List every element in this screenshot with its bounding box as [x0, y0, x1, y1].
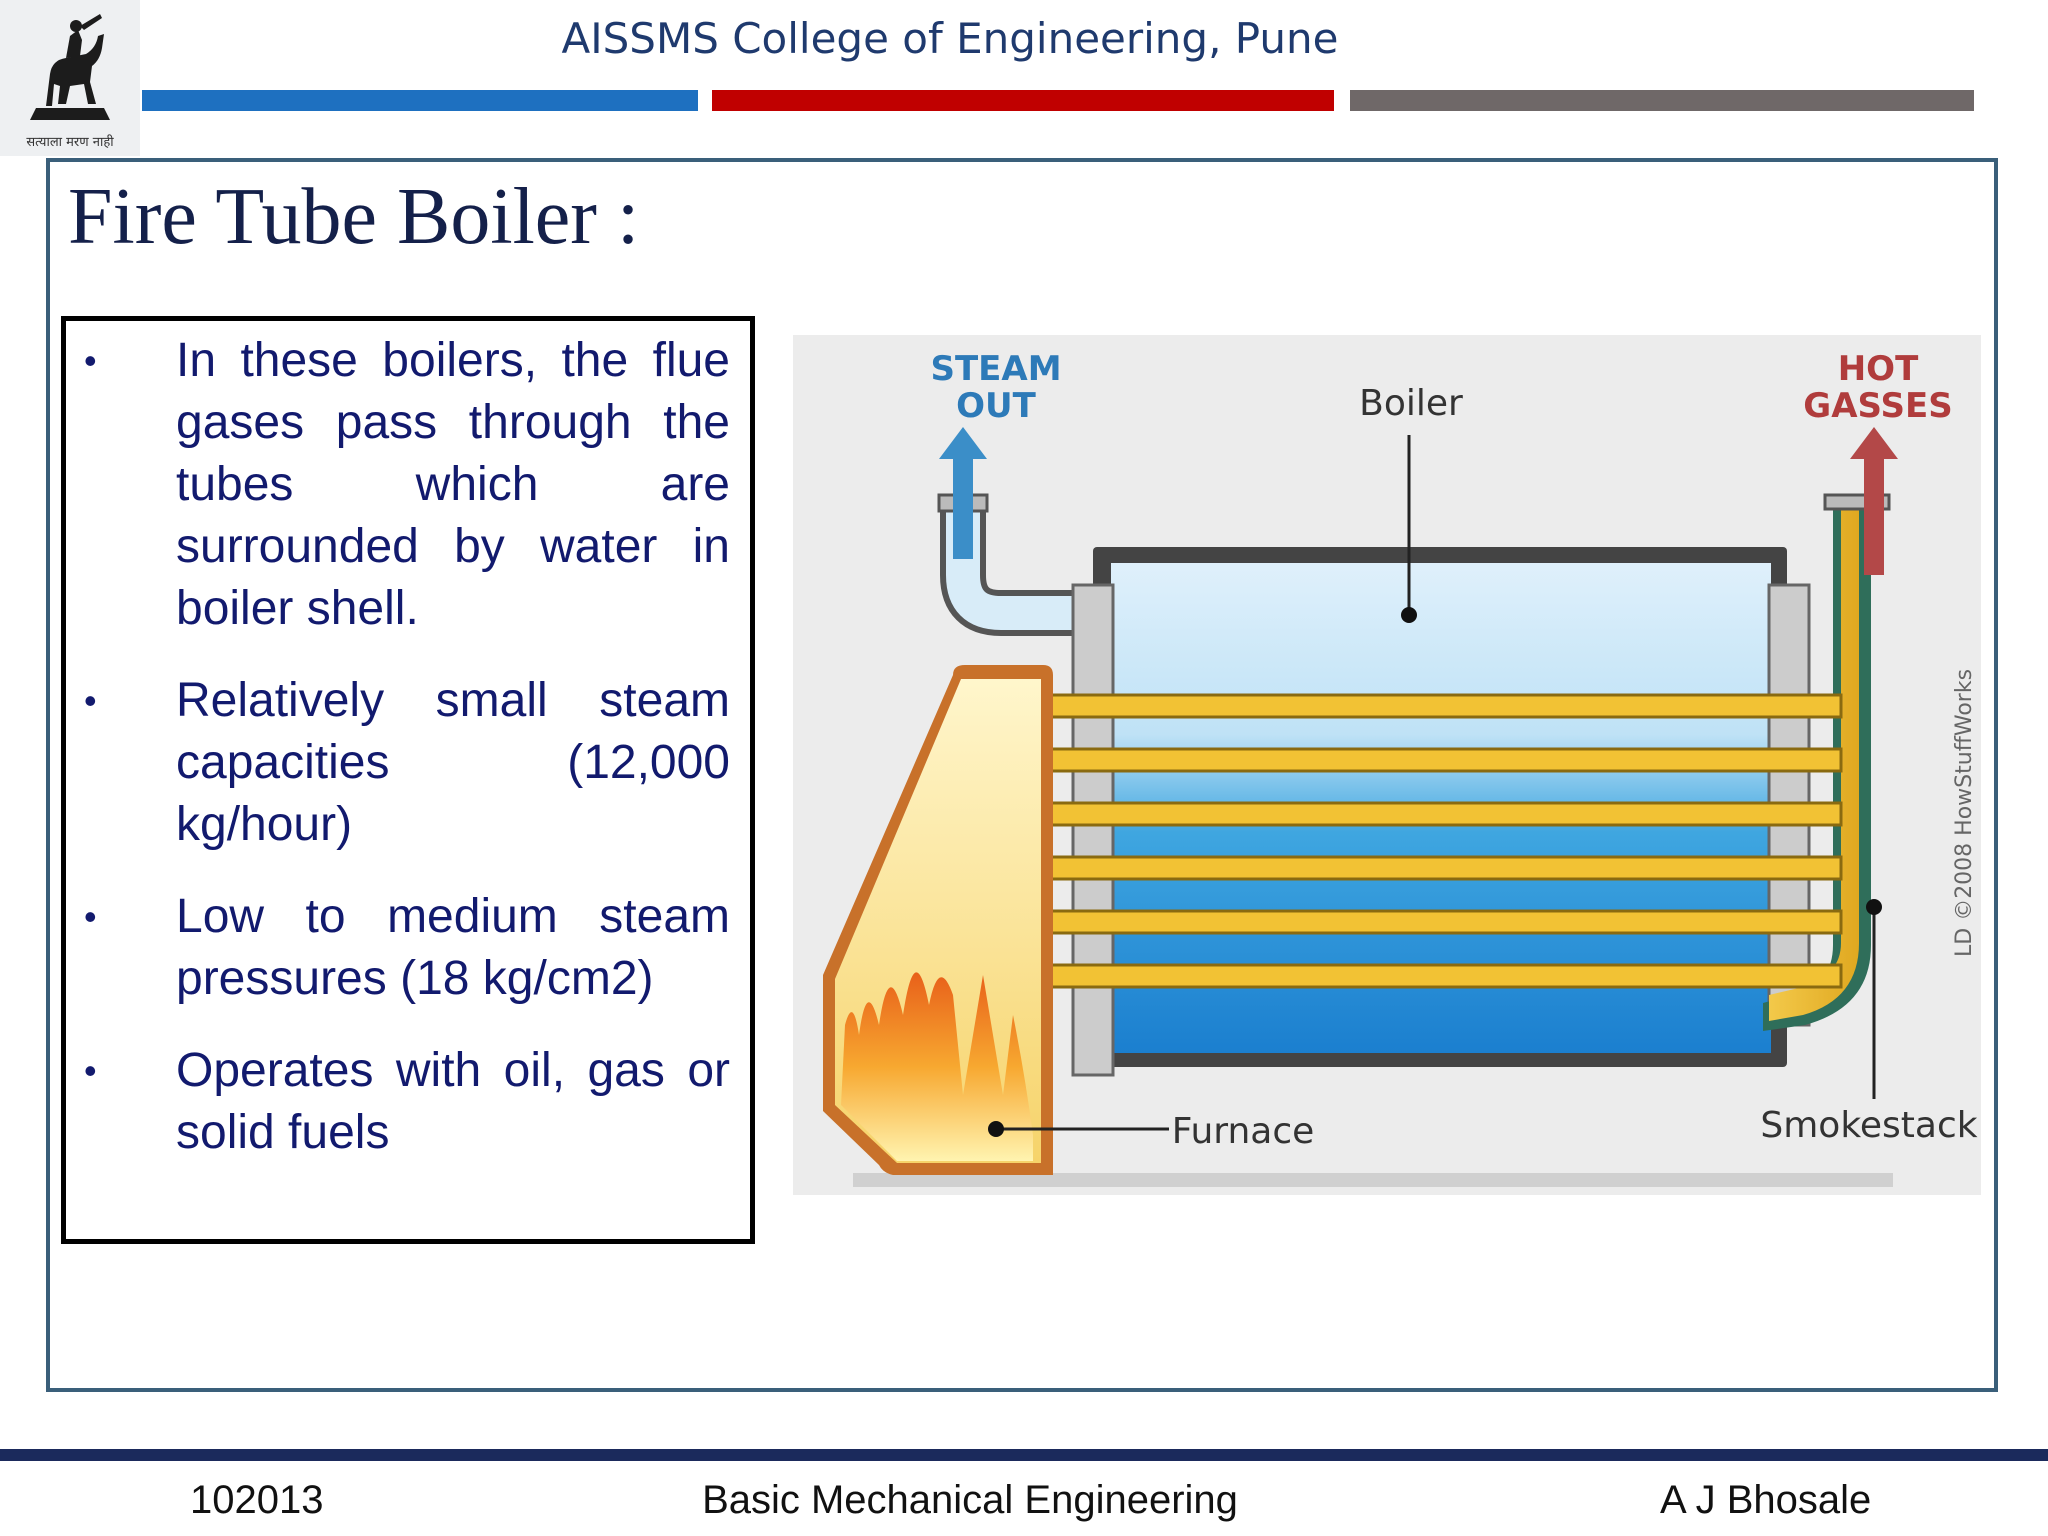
- gas-arrow-shaft: [1864, 455, 1884, 575]
- furnace-label: Furnace: [1172, 1111, 1315, 1152]
- content-frame: [46, 158, 1998, 1392]
- smokestack-label: Smokestack: [1760, 1105, 1977, 1146]
- header-bar-blue: [142, 90, 698, 111]
- footer-course-name: Basic Mechanical Engineering: [702, 1478, 1238, 1522]
- bullet-item: • In these boilers, the flue gases pass …: [84, 330, 730, 640]
- horse-statue-icon: [0, 0, 140, 140]
- steam-out-label-line2: OUT: [956, 386, 1037, 426]
- bullet-text: Relatively small steam capacities (12,00…: [176, 674, 730, 851]
- credit-label: LD ©2008 HowStuffWorks: [1952, 669, 1977, 957]
- bullet-text: In these boilers, the flue gases pass th…: [176, 334, 730, 635]
- boiler-label: Boiler: [1359, 383, 1463, 424]
- fire-tube-boiler-diagram: STEAM OUT HOT GASSES Boiler Furnace Smok…: [793, 335, 1981, 1195]
- header-bar-red: [712, 90, 1334, 111]
- flame-icon: [841, 972, 1033, 1161]
- bullet-dot: •: [84, 680, 97, 721]
- footer-course-code: 102013: [190, 1478, 324, 1522]
- college-logo: सत्याला मरण नाही: [0, 0, 140, 156]
- logo-motto: सत्याला मरण नाही: [26, 135, 114, 150]
- bullet-text: Operates with oil, gas or solid fuels: [176, 1044, 730, 1159]
- bullet-dot: •: [84, 896, 97, 937]
- fire-tubes: [1049, 693, 1843, 989]
- header-bar-grey: [1350, 90, 1974, 111]
- boiler-pointer-dot: [1401, 607, 1417, 623]
- hot-gasses-label-line1: HOT: [1838, 349, 1919, 389]
- hot-gasses-arrow-icon: [1850, 427, 1898, 459]
- steam-out-arrow-icon: [939, 427, 987, 459]
- smokestack-pointer-dot: [1866, 899, 1882, 915]
- bullet-item: • Operates with oil, gas or solid fuels: [84, 1040, 730, 1164]
- bullet-dot: •: [84, 1050, 97, 1091]
- college-name: AISSMS College of Engineering, Pune: [561, 14, 1339, 63]
- bullet-item: • Relatively small steam capacities (12,…: [84, 670, 730, 856]
- footer-author: A J Bhosale: [1660, 1478, 1872, 1522]
- footer-rule: [0, 1449, 2048, 1461]
- steam-arrow-shaft: [953, 455, 973, 559]
- bullet-dot: •: [84, 340, 97, 381]
- furnace-pointer-dot: [988, 1121, 1004, 1137]
- ground-shadow: [853, 1173, 1893, 1187]
- steam-pipe: [946, 495, 1093, 630]
- steam-out-label-line1: STEAM: [930, 349, 1061, 389]
- hot-gasses-label-line2: GASSES: [1803, 386, 1952, 426]
- slide-title: Fire Tube Boiler :: [68, 173, 640, 261]
- bullet-box: [61, 316, 755, 1244]
- bullet-item: • Low to medium steam pressures (18 kg/c…: [84, 886, 730, 1010]
- tube-sheet-left: [1071, 583, 1115, 1077]
- bullet-text: Low to medium steam pressures (18 kg/cm2…: [176, 890, 730, 1005]
